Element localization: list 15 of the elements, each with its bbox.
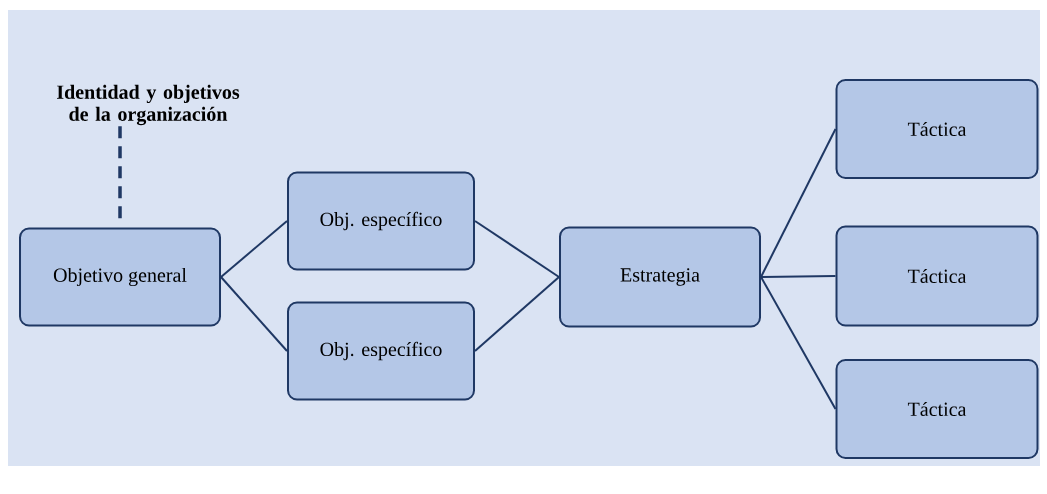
process-box: Objetivo general: [19, 227, 221, 327]
process-box: Obj. específico: [287, 171, 475, 271]
connector-line: [474, 276, 560, 352]
heading-text: Identidad y objetivos de la organización: [57, 84, 240, 126]
connector-line: [760, 275, 837, 278]
process-box: Táctica: [835, 79, 1039, 179]
connector-line: [760, 276, 837, 410]
connector-line: [220, 276, 288, 352]
connector-line: [474, 220, 560, 278]
process-box: Estrategia: [559, 226, 761, 328]
process-box: Obj. específico: [287, 301, 475, 401]
process-box: Táctica: [835, 225, 1039, 327]
connector-line: [760, 128, 837, 278]
process-box: Táctica: [835, 359, 1039, 459]
connector-line: [220, 220, 288, 278]
